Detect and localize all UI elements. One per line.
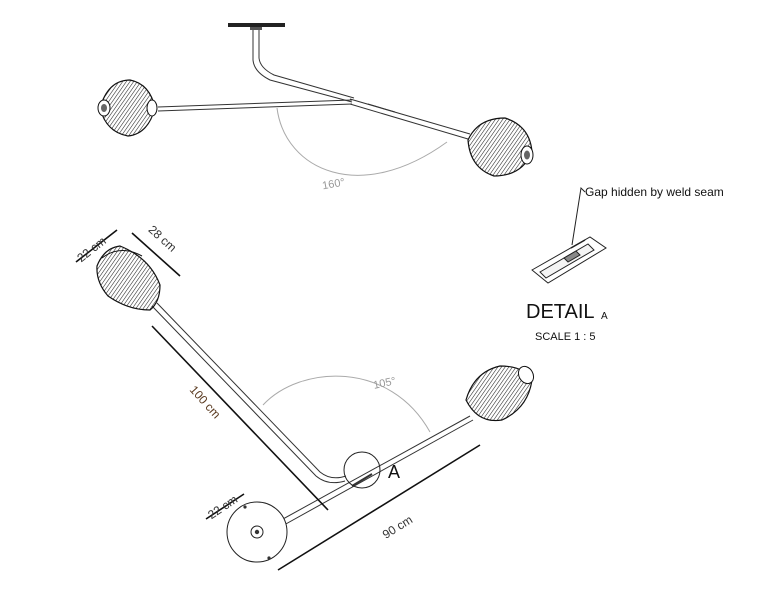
dim-line-shade-height bbox=[131, 232, 181, 277]
detail-a: Gap hidden by weld seam DETAIL A SCALE 1… bbox=[526, 185, 724, 343]
detail-note: Gap hidden by weld seam bbox=[585, 185, 724, 199]
top-left-arm bbox=[157, 99, 353, 112]
dim-short-arm: 90 cm bbox=[380, 512, 415, 541]
dim-line-long-arm bbox=[151, 325, 329, 511]
dim-long-arm: 100 cm bbox=[187, 383, 224, 422]
top-angle-label: 160° bbox=[321, 177, 346, 193]
top-stem bbox=[252, 30, 355, 103]
detail-title: DETAIL bbox=[526, 301, 595, 323]
top-left-shade bbox=[97, 79, 158, 137]
short-arm bbox=[262, 415, 474, 536]
detail-part bbox=[531, 236, 607, 284]
ceiling-plate bbox=[228, 23, 285, 30]
bottom-angle-label: 105° bbox=[372, 375, 397, 391]
top-right-arm bbox=[349, 98, 471, 140]
long-arm bbox=[151, 302, 347, 484]
detail-leader bbox=[571, 186, 586, 246]
bottom-view: A 105° 22 cm 28 cm 100 cm 90 cm 22 cm bbox=[74, 222, 535, 571]
dim-line-short-arm bbox=[277, 444, 481, 571]
detail-title-letter: A bbox=[601, 311, 608, 322]
top-right-shade bbox=[467, 117, 534, 177]
detail-callout: A bbox=[343, 451, 400, 489]
dim-line-base bbox=[205, 493, 245, 520]
wall-base-plate bbox=[226, 501, 288, 563]
bottom-right-shade bbox=[465, 365, 535, 422]
callout-letter: A bbox=[388, 462, 400, 482]
top-view: 160° bbox=[97, 23, 534, 193]
detail-scale: SCALE 1 : 5 bbox=[535, 331, 596, 343]
dim-line-shade-width bbox=[75, 229, 118, 263]
top-angle-arc bbox=[276, 107, 448, 176]
bottom-angle-arc bbox=[262, 375, 431, 433]
bottom-left-shade bbox=[96, 245, 161, 311]
